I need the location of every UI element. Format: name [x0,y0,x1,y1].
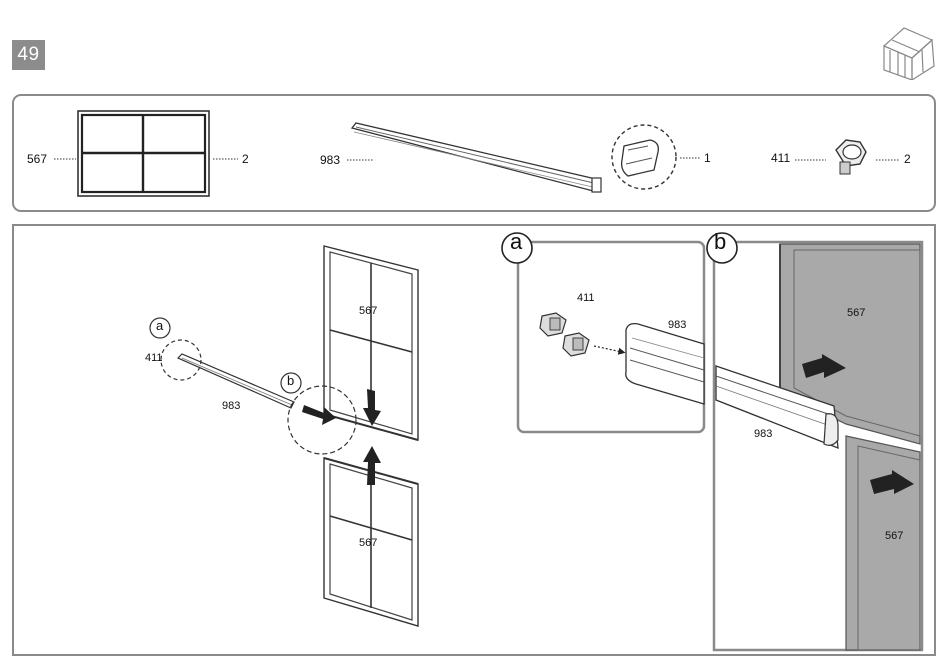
bolt-code-label: 411 [577,292,595,304]
part-qty-label: 1 [704,152,711,164]
detail-b-panel [707,233,922,650]
part-code-label: 983 [320,154,340,166]
bar-code-label: 983 [754,428,772,440]
callout-b-letter: b [287,375,294,387]
panel-frame-icon [78,111,209,196]
part-qty-label: 2 [242,153,249,165]
part-qty-label: 2 [904,153,911,165]
callout-a-letter: a [156,320,163,332]
detail-a-panel [502,233,704,432]
panel-code-label: 567 [885,530,903,542]
bar-code-label: 983 [668,319,686,331]
detail-b-letter: b [714,236,726,248]
bolt-icon [836,140,866,174]
part-code-label: 567 [27,153,47,165]
bar-code-label: 983 [222,400,240,412]
panel-code-label: 567 [847,307,865,319]
bolt-code-label: 411 [145,352,163,364]
part-code-label: 411 [771,152,790,164]
bar-profile-icon [352,123,601,192]
detail-a-letter: a [510,236,522,248]
panel-code-label: 567 [359,537,377,549]
profile-detail-icon [612,125,676,189]
panel-code-label: 567 [359,305,377,317]
